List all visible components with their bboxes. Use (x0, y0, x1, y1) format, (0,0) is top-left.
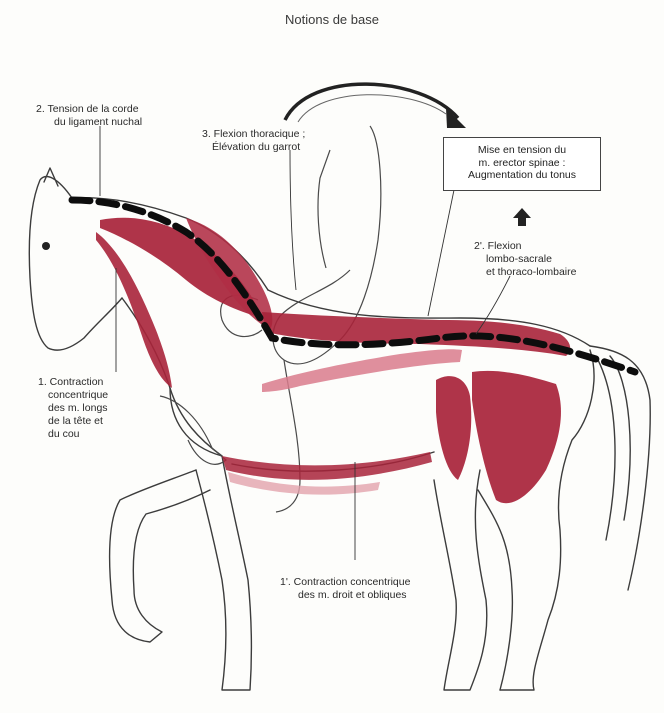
label-1-line2: concentrique (48, 389, 108, 402)
label-1-line4: de la tête et (48, 415, 103, 428)
hind-muscle-1 (436, 376, 471, 480)
label-2-line2: du ligament nuchal (54, 116, 142, 129)
label-3-line1: 3. Flexion thoracique ; (202, 128, 305, 141)
up-arrow-icon (513, 208, 531, 226)
label-2p-line2: lombo-sacrale (486, 253, 552, 266)
abdominal-band (222, 452, 432, 480)
curved-arrow-head (446, 108, 466, 128)
box-line2: m. erector spinae : (444, 157, 600, 170)
label-3-line2: Élévation du garrot (212, 141, 300, 154)
label-2p-line3: et thoraco-lombaire (486, 266, 576, 279)
label-1p-line1: 1'. Contraction concentrique (280, 576, 410, 589)
label-2p-line1: 2'. Flexion (474, 240, 522, 253)
box-line3: Augmentation du tonus (444, 169, 600, 182)
horse-eye (42, 242, 50, 250)
label-2-line1: 2. Tension de la corde (36, 103, 139, 116)
box-line1: Mise en tension du (444, 144, 600, 157)
erector-spinae-box: Mise en tension du m. erector spinae : A… (443, 137, 601, 191)
label-1-line1: 1. Contraction (38, 376, 103, 389)
thoracic-band (262, 349, 462, 392)
label-1-line5: du cou (48, 428, 80, 441)
label-1p-line2: des m. droit et obliques (298, 589, 407, 602)
back-muscle (262, 312, 570, 356)
hind-muscle-2 (472, 371, 561, 503)
flexion-curved-arrow (285, 84, 458, 120)
label-1-line3: des m. longs (48, 402, 108, 415)
